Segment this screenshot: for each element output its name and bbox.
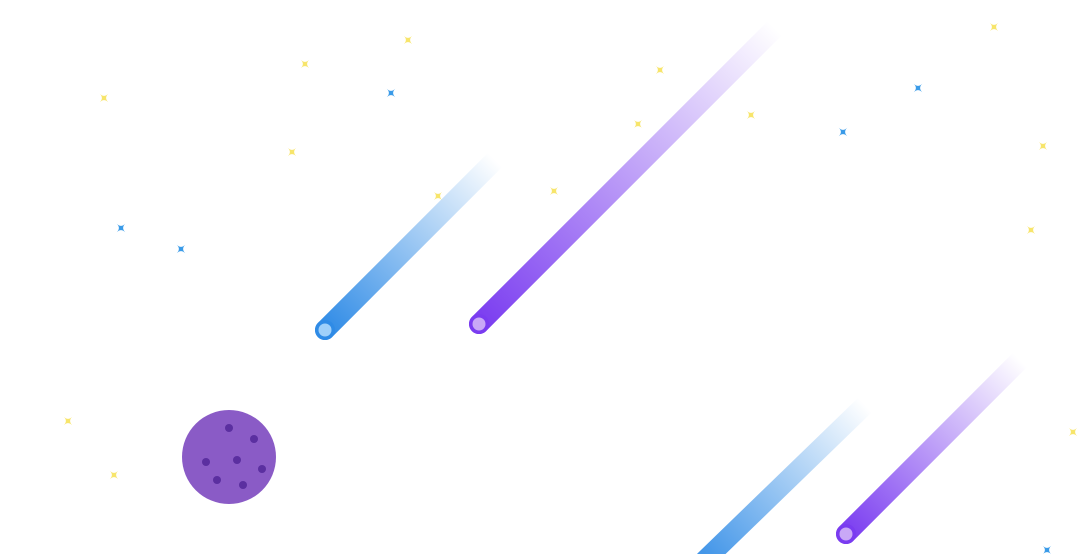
planet-crater xyxy=(202,458,210,466)
planet-crater xyxy=(250,435,258,443)
star-yellow xyxy=(1038,141,1048,151)
comet-blue xyxy=(697,395,875,554)
comet-core xyxy=(839,527,853,541)
planet-crater xyxy=(233,456,241,464)
comet-tail xyxy=(315,150,505,340)
star-yellow xyxy=(633,119,643,129)
star-yellow xyxy=(655,65,665,75)
star-yellow xyxy=(549,186,559,196)
star-blue xyxy=(116,223,126,233)
planet-body xyxy=(182,410,276,504)
star-blue xyxy=(913,83,923,93)
star-yellow xyxy=(1026,225,1036,235)
planet-crater xyxy=(258,465,266,473)
comet-core xyxy=(472,317,486,331)
star-yellow xyxy=(1068,427,1078,437)
comet-tail xyxy=(836,350,1030,544)
comet-purple xyxy=(469,18,785,334)
star-blue xyxy=(386,88,396,98)
planet-crater xyxy=(213,476,221,484)
star-yellow xyxy=(99,93,109,103)
star-blue xyxy=(838,127,848,137)
star-yellow xyxy=(989,22,999,32)
star-field xyxy=(63,22,1078,554)
planet xyxy=(182,410,276,504)
comet-tail xyxy=(469,18,785,334)
star-yellow xyxy=(403,35,413,45)
planet-crater xyxy=(225,424,233,432)
star-yellow xyxy=(746,110,756,120)
star-blue xyxy=(1042,545,1052,554)
comet-core xyxy=(318,323,332,337)
comet-purple xyxy=(836,350,1030,544)
star-yellow xyxy=(300,59,310,69)
star-yellow xyxy=(287,147,297,157)
star-yellow xyxy=(433,191,443,201)
star-yellow xyxy=(109,470,119,480)
planet-crater xyxy=(239,481,247,489)
star-blue xyxy=(176,244,186,254)
star-yellow xyxy=(63,416,73,426)
comet-blue xyxy=(315,150,505,340)
comet-tail xyxy=(697,395,875,554)
